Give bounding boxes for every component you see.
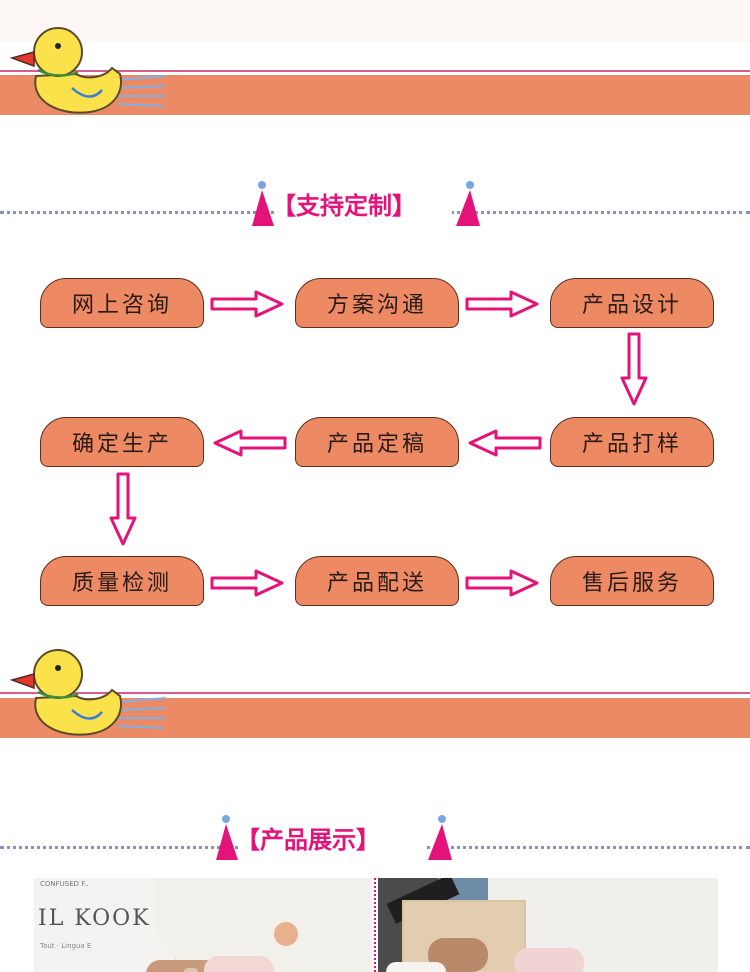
step-label: 确定生产 [71,432,172,457]
title-backdrop [240,818,424,858]
duck-icon [9,649,166,736]
bear-ear-icon [274,922,298,946]
white-clip-icon [386,962,446,972]
product-photo-2 [378,878,718,972]
step-label: 产品设计 [581,293,682,318]
bear-snout [184,968,198,972]
section-title-product-showcase: 【产品展示】 [236,826,380,854]
photo-divider [374,878,378,972]
top-tint [0,0,750,42]
divider-line [0,70,750,72]
step-label: 方案沟通 [326,293,427,318]
step-after-sales: 售后服务 [550,556,714,606]
step-label: 质量检测 [71,571,172,596]
party-hat-left-icon [216,815,238,860]
title-backdrop [276,184,452,224]
arrow-right-icon [465,569,539,597]
pink-clip-icon [514,948,584,972]
arrow-left-icon [213,429,287,457]
arrow-down-icon [109,472,137,546]
pink-clip-icon [204,956,274,972]
paper-sheet [34,878,174,972]
step-sample: 产品打样 [550,417,714,467]
photo-text: Tout · Lingua E [40,942,92,950]
duck-icon [9,27,166,114]
step-label: 产品打样 [581,432,682,457]
party-hat-left-icon [252,181,274,226]
step-production: 确定生产 [40,417,204,467]
party-hat-right-icon [456,181,480,226]
arrow-right-icon [210,569,284,597]
step-quality-check: 质量检测 [40,556,204,606]
section-title-customization: 【支持定制】 [272,192,416,220]
step-online-consult: 网上咨询 [40,278,204,328]
arrow-down-icon [620,332,648,406]
arrow-right-icon [465,290,539,318]
divider-line [0,692,750,694]
step-product-design: 产品设计 [550,278,714,328]
arrow-left-icon [468,429,542,457]
product-photo-1: CONFUSED F.. IL KOOK Tout · Lingua E [34,878,372,972]
step-finalize: 产品定稿 [295,417,459,467]
step-label: 售后服务 [581,571,682,596]
party-hat-right-icon [428,815,452,860]
photo-text: CONFUSED F.. [40,880,89,888]
step-label: 产品配送 [326,571,427,596]
step-plan-discussion: 方案沟通 [295,278,459,328]
step-label: 产品定稿 [326,432,427,457]
step-label: 网上咨询 [71,293,172,318]
photo-text: IL KOOK [38,906,151,931]
arrow-right-icon [210,290,284,318]
step-delivery: 产品配送 [295,556,459,606]
